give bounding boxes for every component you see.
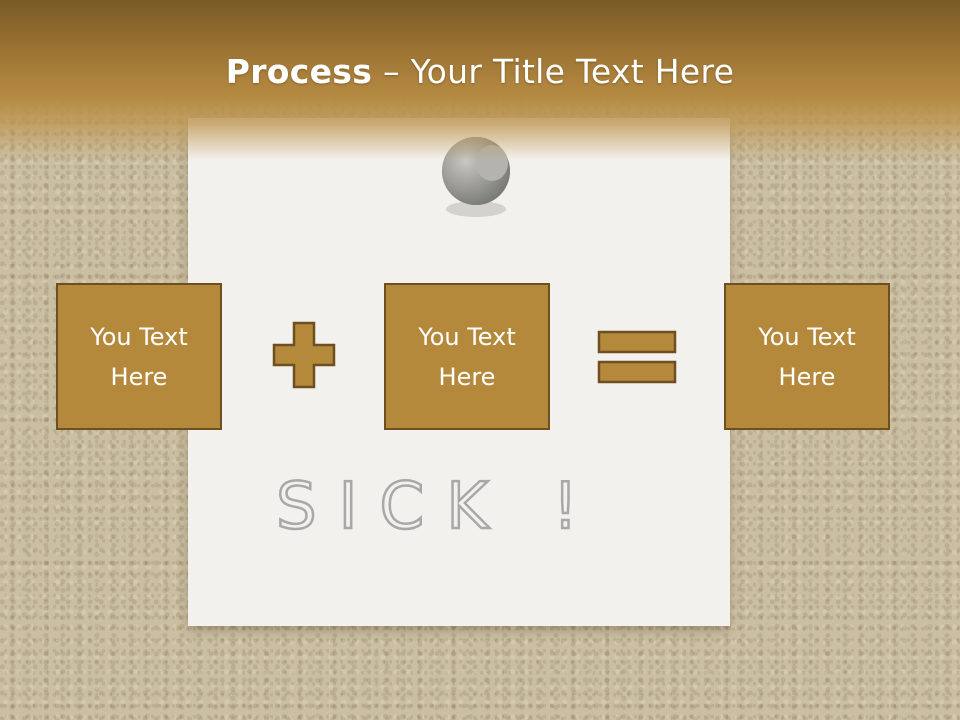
text-box-2-label: You Text Here: [418, 322, 516, 391]
title-banner: [0, 0, 960, 160]
text-box-3[interactable]: You Text Here: [724, 283, 890, 430]
handwritten-note-text: SICK !: [275, 469, 600, 546]
text-box-3-label: You Text Here: [758, 322, 856, 391]
title-dash: –: [372, 52, 411, 91]
svg-text:SICK !: SICK !: [276, 470, 600, 544]
slide-title: Process – Your Title Text Here: [0, 52, 960, 91]
text-box-1-label: You Text Here: [90, 322, 188, 391]
text-box-1[interactable]: You Text Here: [56, 283, 222, 430]
equals-icon: [597, 330, 677, 384]
plus-icon: [272, 321, 336, 389]
title-rest: Your Title Text Here: [410, 52, 735, 91]
title-bold-part: Process: [225, 52, 373, 91]
text-box-2[interactable]: You Text Here: [384, 283, 550, 430]
